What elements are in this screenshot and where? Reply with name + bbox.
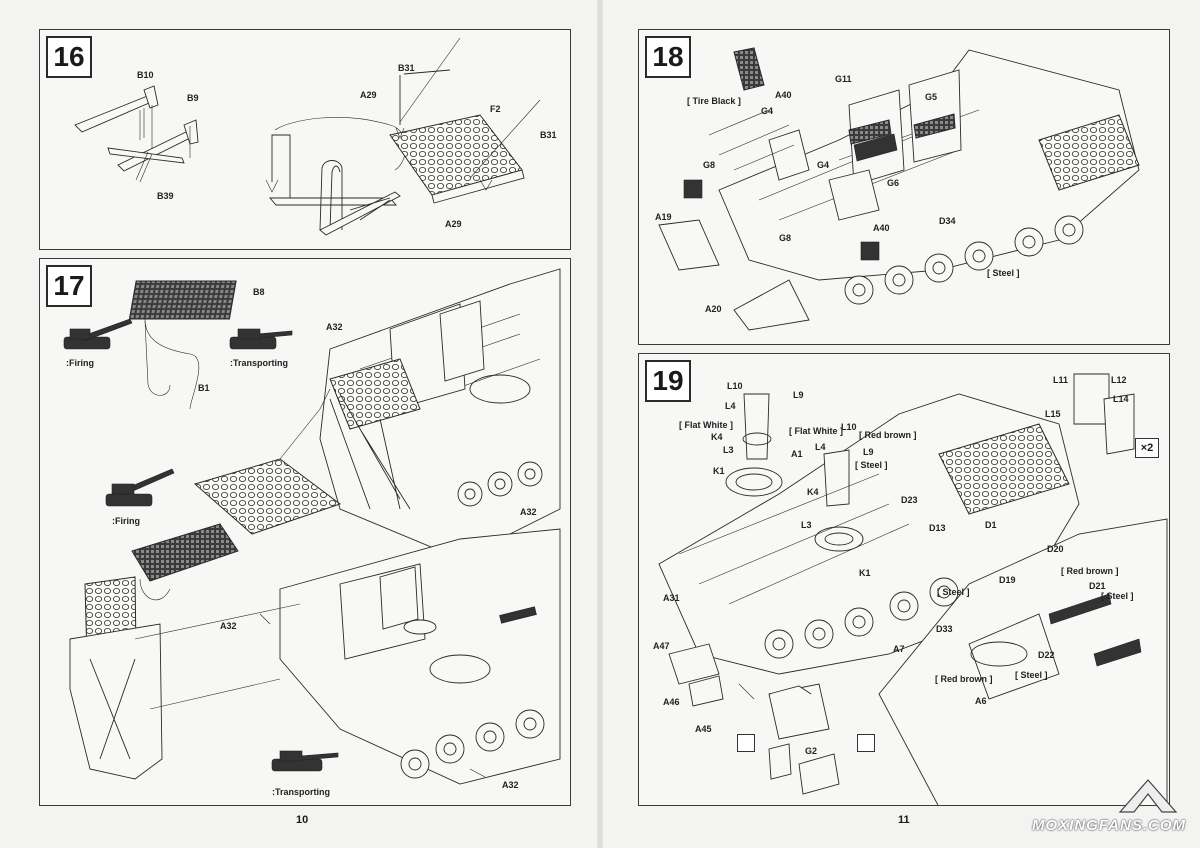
step-16-illustration: [74, 37, 541, 236]
step-18-illustration: [658, 47, 1140, 331]
part-label: A31: [663, 593, 680, 603]
part-label: L14: [1113, 394, 1129, 404]
part-label: G4: [817, 160, 830, 170]
firing-silhouette-2: [105, 468, 175, 507]
part-label: L9: [863, 447, 874, 457]
transporting-silhouette-2: [271, 750, 339, 772]
multiplier-badge: ×2: [1135, 438, 1159, 458]
part-label: G4: [761, 106, 774, 116]
part-label: D13: [929, 523, 946, 533]
part-label: G11: [835, 74, 852, 84]
part-label: A47: [653, 641, 670, 651]
paint-callout: [ Steel ]: [1101, 591, 1134, 601]
part-label: B31: [398, 63, 415, 73]
part-label: B8: [253, 287, 265, 297]
part-label: K1: [713, 466, 725, 476]
page-number: 10: [296, 814, 309, 826]
part-label: L10: [841, 422, 857, 432]
step-number: 17: [46, 265, 92, 307]
transporting-label: :Transporting: [230, 358, 288, 368]
part-label: D23: [901, 495, 918, 505]
paint-callout: [ Steel ]: [1015, 670, 1048, 680]
part-label: D20: [1047, 544, 1064, 554]
page-number: 11: [898, 814, 910, 826]
firing-label: :Firing: [66, 358, 94, 368]
firing-label: :Firing: [112, 516, 140, 526]
part-label: A7: [893, 644, 905, 654]
step-number: 19: [645, 360, 691, 402]
firing-silhouette-1: [63, 318, 133, 350]
paint-callout: [ Steel ]: [855, 460, 888, 470]
paint-callout: [ Flat White ]: [789, 426, 843, 436]
part-label: B10: [137, 70, 154, 80]
part-label: A32: [220, 621, 237, 631]
part-label: L11: [1053, 375, 1069, 385]
part-label: B9: [187, 93, 199, 103]
paint-callout: [ Red brown ]: [1061, 566, 1119, 576]
part-label: B1: [198, 383, 210, 393]
step-17-panel: 17: [39, 258, 571, 806]
part-label: L3: [801, 520, 812, 530]
paint-callout: [ Red brown ]: [859, 430, 917, 440]
part-label: K4: [807, 487, 819, 497]
part-label: G8: [779, 233, 792, 243]
watermark-logo-icon: [1118, 779, 1178, 813]
part-label: A32: [502, 780, 519, 790]
part-label: A45: [695, 724, 712, 734]
paint-callout: [ Steel ]: [937, 587, 970, 597]
step-19-illustration: [658, 373, 1168, 805]
part-label: D34: [939, 216, 956, 226]
transporting-label: :Transporting: [272, 787, 330, 797]
part-label: G2: [805, 746, 818, 756]
part-label: L4: [725, 401, 736, 411]
part-label: A29: [445, 219, 462, 229]
step-17-illustration: [63, 268, 561, 785]
part-label: K4: [711, 432, 723, 442]
part-label: L15: [1045, 409, 1061, 419]
transporting-silhouette-1: [229, 328, 293, 350]
part-label: G5: [925, 92, 938, 102]
paint-callout: [ Red brown ]: [935, 674, 993, 684]
part-label: F2: [490, 104, 501, 114]
instruction-page-right: 18: [602, 0, 1200, 848]
part-label: A40: [873, 223, 890, 233]
part-label: D22: [1038, 650, 1055, 660]
part-label: D21: [1089, 581, 1106, 591]
part-label: K1: [859, 568, 871, 578]
part-label: A1: [791, 449, 803, 459]
step-19-panel: 19: [638, 353, 1170, 806]
page-gutter: [597, 0, 603, 848]
part-label: A20: [705, 304, 722, 314]
part-label: L3: [723, 445, 734, 455]
part-label: A46: [663, 697, 680, 707]
step-number: 16: [46, 36, 92, 78]
part-label: D33: [936, 624, 953, 634]
part-label: G8: [703, 160, 716, 170]
part-label: A29: [360, 90, 377, 100]
part-label: L9: [793, 390, 804, 400]
part-label: D19: [999, 575, 1016, 585]
watermark-text: MOXINGFANS.COM: [1031, 817, 1186, 834]
step-number: 18: [645, 36, 691, 78]
part-label: A32: [326, 322, 343, 332]
part-label: B39: [157, 191, 174, 201]
part-label: L4: [815, 442, 826, 452]
part-label: A19: [655, 212, 672, 222]
paint-callout: [ Flat White ]: [679, 420, 733, 430]
paint-drop-icon: [737, 734, 755, 752]
part-label: A40: [775, 90, 792, 100]
part-label: D1: [985, 520, 997, 530]
instruction-page-left: 16: [0, 0, 598, 848]
paint-callout: [ Tire Black ]: [687, 96, 741, 106]
step-18-panel: 18: [638, 29, 1170, 345]
step-16-panel: 16: [39, 29, 571, 250]
paint-callout: [ Steel ]: [987, 268, 1020, 278]
part-label: L12: [1111, 375, 1127, 385]
part-label: A6: [975, 696, 987, 706]
part-label: A32: [520, 507, 537, 517]
part-label: L10: [727, 381, 743, 391]
paint-drop-icon: [857, 734, 875, 752]
part-label: G6: [887, 178, 900, 188]
part-label: B31: [540, 130, 557, 140]
